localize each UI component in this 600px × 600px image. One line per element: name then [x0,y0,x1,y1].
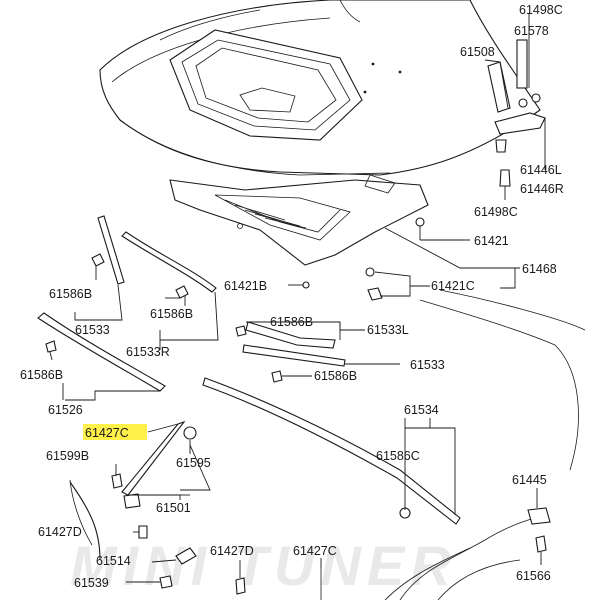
label-61427c-bottom: 61427C [293,544,337,558]
label-61526: 61526 [48,403,83,417]
label-61586b-c: 61586B [270,315,313,329]
label-61578: 61578 [514,24,549,38]
highlight-61427c [83,424,147,440]
label-61508: 61508 [460,45,495,59]
label-61533-right: 61533 [410,358,445,372]
label-61498c-mid: 61498C [474,205,518,219]
label-61599b: 61599B [46,449,89,463]
label-61533r: 61533R [126,345,170,359]
leader-lines [49,14,546,583]
label-61427c: 61427C [85,426,129,440]
fender-outline [69,289,586,600]
hood-hinge-assembly [415,39,546,227]
watermark-text: MINI TUNER [70,534,457,597]
label-61446l: 61446L [520,163,562,177]
label-61427d-mid: 61427D [210,544,254,558]
label-61445: 61445 [512,473,547,487]
label-61446r: 61446R [520,182,564,196]
label-61586b-a: 61586B [49,287,92,301]
label-61539: 61539 [74,576,109,590]
label-61427d-left: 61427D [38,525,82,539]
label-61533l: 61533L [367,323,409,337]
label-61586b-d: 61586B [314,369,357,383]
label-61586b-e: 61586B [20,368,63,382]
hood-insulator [169,174,429,266]
hood-seals-left [37,215,461,525]
part-labels: 61498C 61578 61508 61446L 61446R 61498C … [20,3,564,590]
label-61586c: 61586C [376,449,420,463]
label-61534: 61534 [404,403,439,417]
label-61501: 61501 [156,501,191,515]
label-61533: 61533 [75,323,110,337]
label-61514: 61514 [96,554,131,568]
label-61468: 61468 [522,262,557,276]
label-61498c-top: 61498C [519,3,563,17]
label-61421c: 61421C [431,279,475,293]
clips [45,253,411,519]
label-61566: 61566 [516,569,551,583]
label-61421: 61421 [474,234,509,248]
label-61586b-b: 61586B [150,307,193,321]
hood-panel [99,0,541,176]
label-61595: 61595 [176,456,211,470]
label-61421b: 61421B [224,279,267,293]
